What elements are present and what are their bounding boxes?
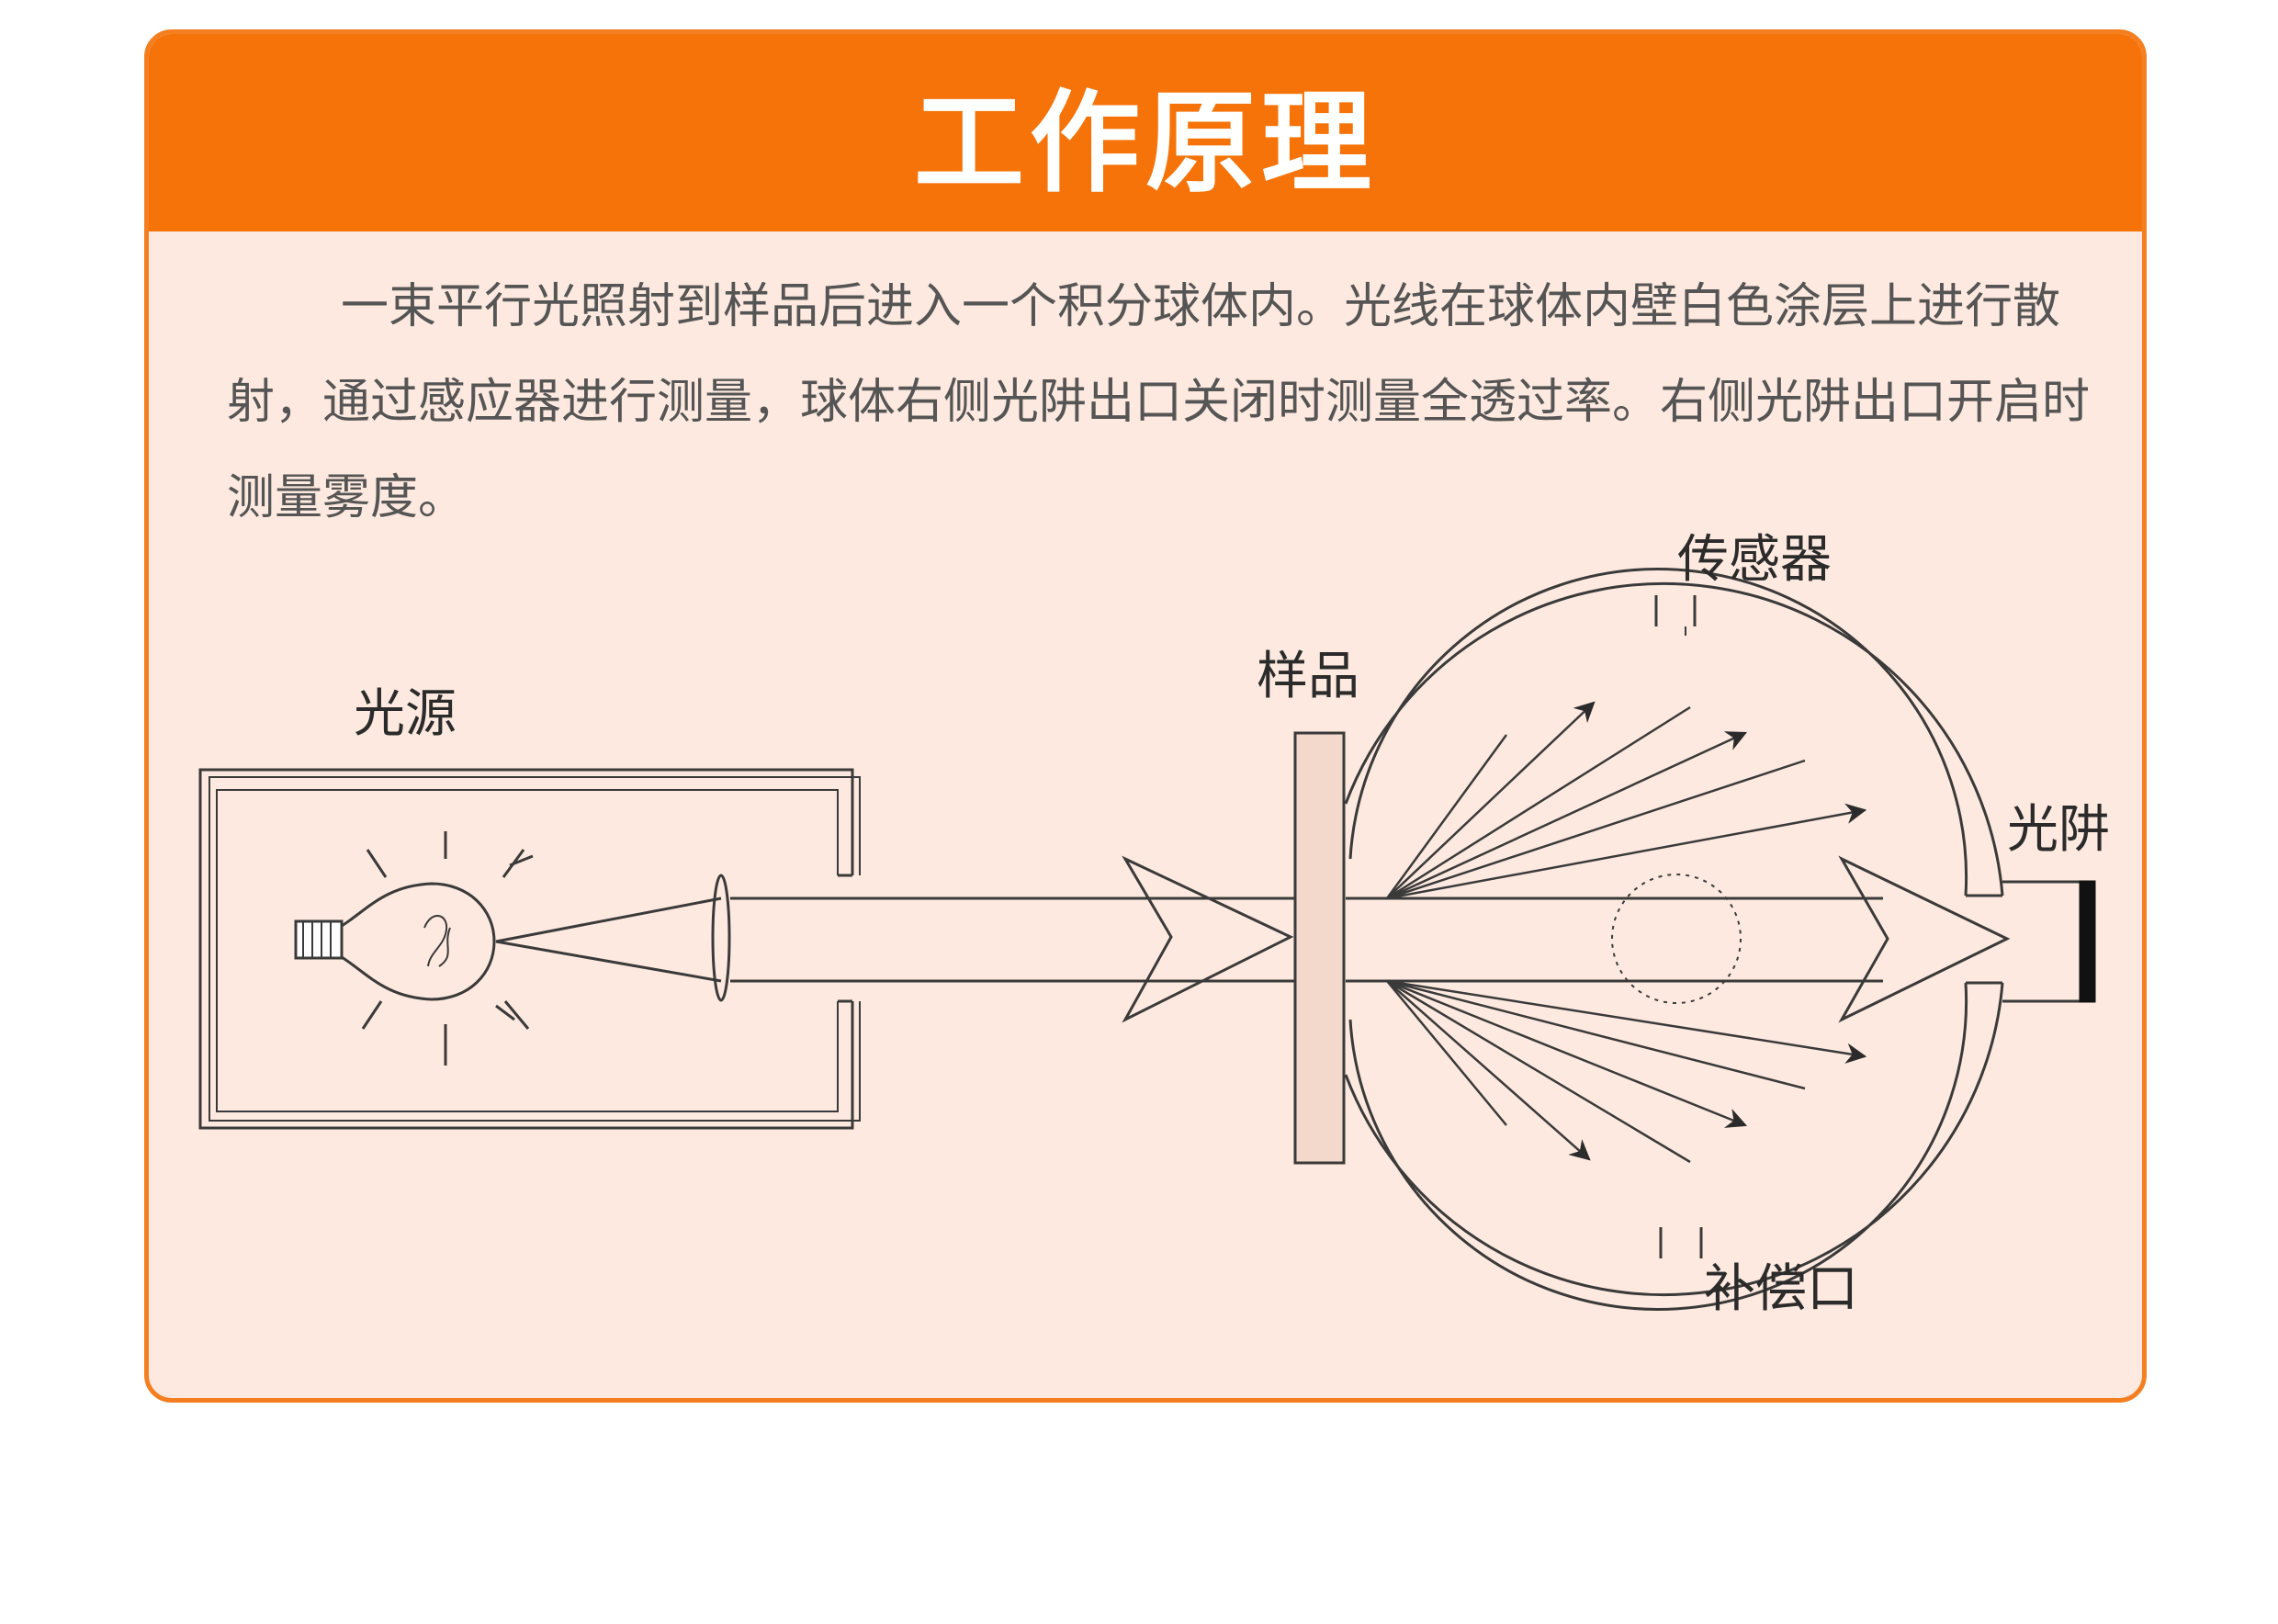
lens xyxy=(711,874,731,1002)
focus-cone xyxy=(495,897,722,983)
sample-plate xyxy=(1293,731,1346,1165)
light-source-label: 光源 xyxy=(354,684,457,744)
sensor-label: 传感器 xyxy=(1677,530,1832,590)
light-trap-label: 光阱 xyxy=(2007,800,2110,860)
scattered-rays-upper xyxy=(1385,701,1867,900)
principle-card: 工作原理 一束平行光照射到样品后进入一个积分球体内。光线在球体内壁白色涂层上进行… xyxy=(144,29,2147,1403)
scattered-rays-lower xyxy=(1386,979,1867,1164)
light-bulb-icon xyxy=(294,831,534,1066)
light-source-housing xyxy=(198,768,861,1130)
sphere-beam xyxy=(1346,855,2011,1023)
card-header: 工作原理 xyxy=(149,34,2142,231)
card-title: 工作原理 xyxy=(914,79,1377,208)
parallel-beam xyxy=(730,855,1295,1023)
compensation-port-label: 补偿口 xyxy=(1704,1259,1858,1319)
light-trap xyxy=(2002,880,2096,1003)
description-text: 一束平行光照射到样品后进入一个积分球体内。光线在球体内壁白色涂层上进行散射，通过… xyxy=(227,279,2091,525)
integrating-sphere xyxy=(1344,567,2004,1312)
sample-label: 样品 xyxy=(1257,647,1359,706)
